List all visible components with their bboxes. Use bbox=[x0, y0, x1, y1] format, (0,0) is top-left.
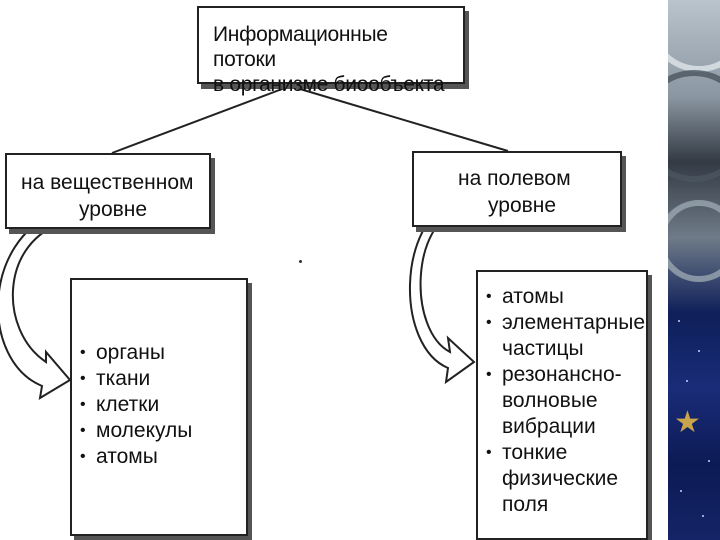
material-level-line-2: уровне bbox=[79, 198, 148, 221]
list-item-line: волновые bbox=[502, 389, 598, 412]
list-item: элементарные частицы bbox=[486, 310, 646, 362]
ring-shape bbox=[668, 200, 720, 282]
decorative-side-image: ★ bbox=[668, 0, 720, 540]
material-items-list: органы ткани клетки молекулы атомы bbox=[80, 340, 240, 470]
sparkle bbox=[698, 350, 700, 352]
list-item-line: элементарные bbox=[502, 311, 646, 334]
material-level-box: на вещественном уровне bbox=[5, 153, 211, 229]
ring-shape bbox=[668, 70, 720, 182]
curved-arrow-right bbox=[409, 196, 476, 385]
field-items-box: атомы элементарные частицы резонансно- в… bbox=[476, 270, 648, 540]
sparkle bbox=[680, 490, 682, 492]
list-item: органы bbox=[80, 340, 240, 366]
title-line-1: Информационные потоки bbox=[213, 23, 388, 71]
field-level-box: на полевом уровне bbox=[412, 151, 622, 227]
list-item: молекулы bbox=[80, 418, 240, 444]
list-item-line: вибрации bbox=[502, 415, 596, 438]
list-item-line: атомы bbox=[502, 285, 564, 308]
list-item: атомы bbox=[80, 444, 240, 470]
material-level-line-1: на вещественном bbox=[21, 171, 194, 194]
sparkle bbox=[678, 320, 680, 322]
sparkle bbox=[708, 460, 710, 462]
list-item-line: поля bbox=[502, 493, 549, 516]
list-item: клетки bbox=[80, 392, 240, 418]
title-line-2: в организме биообъекта bbox=[213, 73, 445, 96]
connector-title-to-field bbox=[289, 85, 509, 152]
speck bbox=[299, 260, 302, 263]
sparkle bbox=[686, 380, 688, 382]
title-box: Информационные потоки в организме биообъ… bbox=[197, 6, 465, 96]
material-items-box: органы ткани клетки молекулы атомы bbox=[70, 278, 248, 536]
field-level-line-2: уровне bbox=[488, 194, 557, 217]
list-item-line: резонансно- bbox=[502, 363, 622, 386]
ring-shape bbox=[668, 0, 720, 72]
sparkle bbox=[702, 515, 704, 517]
list-item-line: физические bbox=[502, 467, 619, 490]
list-item-line: частицы bbox=[502, 337, 584, 360]
field-level-line-1: на полевом bbox=[458, 167, 571, 190]
star-icon: ★ bbox=[674, 406, 701, 439]
field-items-list: атомы элементарные частицы резонансно- в… bbox=[486, 284, 646, 518]
list-item: атомы bbox=[486, 284, 640, 310]
list-item: ткани bbox=[80, 366, 240, 392]
curved-arrow-left bbox=[0, 210, 72, 400]
list-item: резонансно- волновые вибрации bbox=[486, 362, 640, 440]
list-item: тонкие физические поля bbox=[486, 440, 640, 518]
list-item-line: тонкие bbox=[502, 441, 568, 464]
connector-title-to-material bbox=[111, 85, 291, 154]
